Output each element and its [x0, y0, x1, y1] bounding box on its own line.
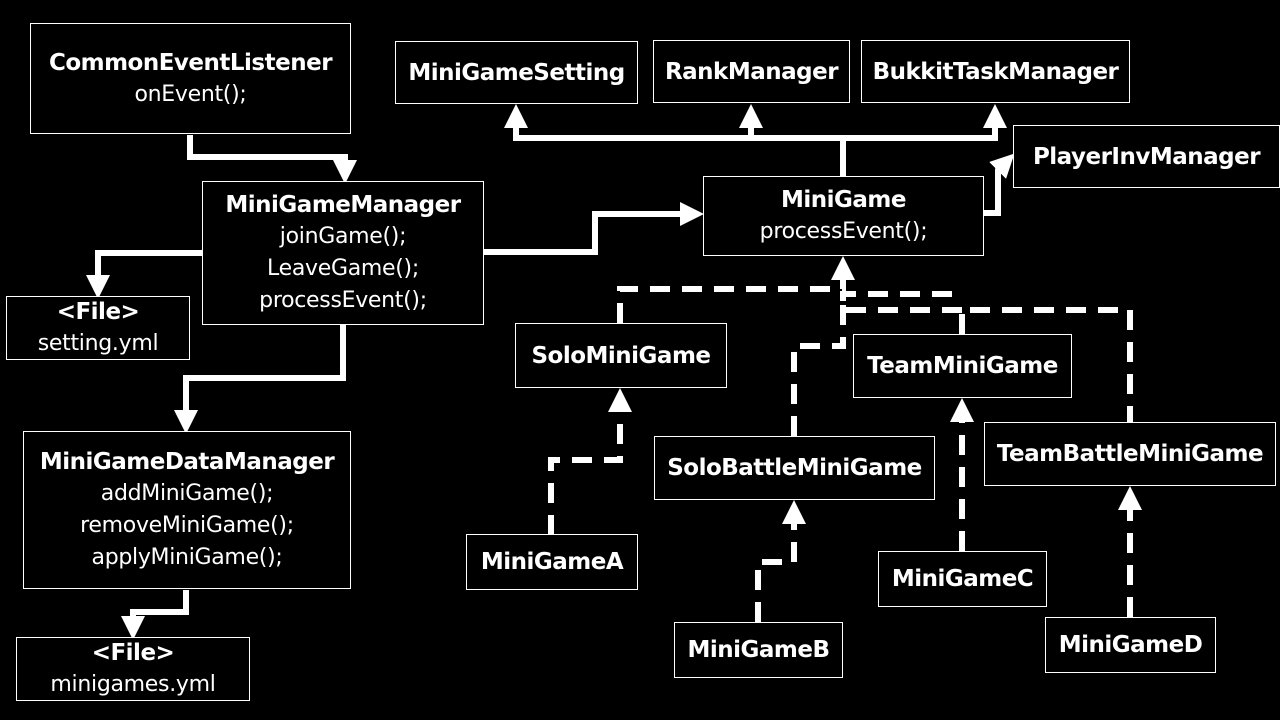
minigame-d-box: MiniGameD [1045, 617, 1216, 673]
connector-listener-to-manager [187, 135, 357, 184]
minigame-data-manager-box: MiniGameDataManager addMiniGame(); remov… [23, 431, 351, 589]
node-title: <File> [91, 640, 175, 666]
team-battle-minigame-box: TeamBattleMiniGame [984, 422, 1276, 486]
node-title: PlayerInvManager [1032, 143, 1261, 170]
inherit-team-join [840, 291, 962, 313]
node-title: MiniGameSetting [408, 59, 625, 86]
node-title: SoloMiniGame [531, 342, 711, 369]
node-title: MiniGameB [687, 637, 830, 663]
connector-minigame-to-playerinv [984, 153, 1015, 216]
node-title: MiniGameC [891, 566, 1034, 592]
team-minigame-box: TeamMiniGame [853, 334, 1072, 398]
node-title: MiniGameDataManager [39, 449, 335, 475]
connector-manager-to-setting-file [86, 250, 203, 299]
node-title: MiniGameA [480, 549, 624, 575]
node-title: SoloBattleMiniGame [667, 455, 922, 481]
solo-battle-minigame-box: SoloBattleMiniGame [654, 436, 935, 500]
node-title: <File> [56, 299, 140, 325]
node-method: removeMiniGame(); [80, 513, 294, 538]
minigame-setting-box: MiniGameSetting [395, 41, 638, 104]
connector-manager-to-minigame [484, 202, 704, 255]
node-method: LeaveGame(); [267, 256, 419, 281]
connector-data-manager-to-minigames-file [121, 590, 189, 640]
node-method: applyMiniGame(); [91, 545, 283, 570]
connector-minigame-to-bukkit [843, 104, 1007, 141]
node-method: joinGame(); [279, 224, 407, 249]
minigames-file-box: <File> minigames.yml [16, 637, 250, 701]
setting-file-box: <File> setting.yml [6, 296, 190, 360]
player-inv-manager-box: PlayerInvManager [1013, 125, 1280, 188]
inherit-solobattle-to-minigame [791, 300, 846, 436]
node-title: CommonEventListener [48, 49, 333, 76]
node-title: BukkitTaskManager [872, 58, 1119, 85]
node-method: processEvent(); [259, 288, 427, 313]
common-event-listener-box: CommonEventListener onEvent(); [30, 23, 351, 134]
node-title: MiniGame [781, 187, 907, 213]
node-title: MiniGameD [1058, 632, 1203, 658]
node-method: minigames.yml [50, 672, 216, 697]
node-method: addMiniGame(); [100, 481, 274, 506]
minigame-manager-box: MiniGameManager joinGame(); LeaveGame();… [202, 181, 484, 325]
connector-minigame-to-setting [504, 104, 843, 141]
inherit-b-to-solobattle [755, 500, 806, 622]
minigame-c-box: MiniGameC [878, 551, 1047, 607]
node-title: MiniGameManager [225, 192, 461, 218]
bukkit-task-manager-box: BukkitTaskManager [861, 40, 1130, 103]
inherit-team-to-minigame [959, 307, 1133, 424]
node-method: setting.yml [37, 331, 159, 356]
connector-manager-to-data-manager [174, 325, 346, 434]
inherit-solo-to-minigame [617, 256, 855, 323]
inherit-a-to-solo [548, 388, 632, 535]
node-title: RankManager [664, 58, 839, 85]
solo-minigame-box: SoloMiniGame [515, 323, 727, 388]
minigame-a-box: MiniGameA [466, 534, 638, 590]
node-method: onEvent(); [134, 81, 247, 107]
rank-manager-box: RankManager [653, 40, 850, 103]
node-title: TeamMiniGame [867, 353, 1058, 379]
node-title: TeamBattleMiniGame [996, 441, 1264, 467]
minigame-box: MiniGame processEvent(); [703, 176, 984, 256]
minigame-b-box: MiniGameB [674, 622, 843, 678]
node-method: processEvent(); [759, 219, 928, 244]
